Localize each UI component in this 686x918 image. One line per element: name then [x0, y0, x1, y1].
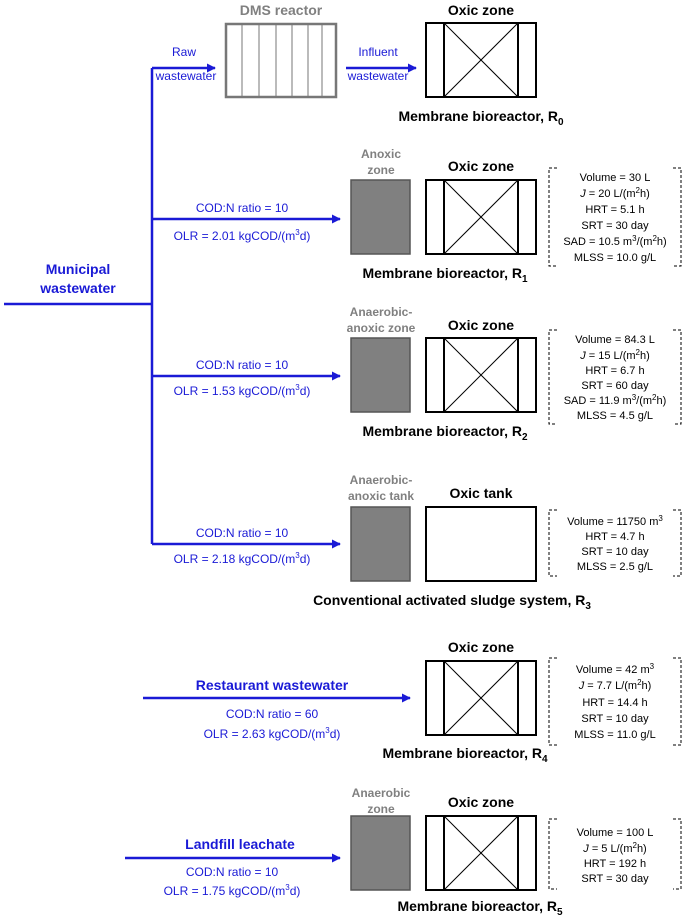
r2-caption: Membrane bioreactor, R2 — [362, 423, 528, 443]
r3-volume: Volume = 11750 m3 — [567, 514, 663, 528]
r1-mlss: MLSS = 10.0 g/L — [574, 252, 656, 264]
municipal-flow-lines — [4, 63, 417, 863]
dms-reactor — [224, 22, 338, 99]
r3-pre-label-line2: anoxic tank — [348, 489, 414, 503]
r1-oxic-membrane-tank — [425, 179, 537, 255]
r2-pre-label-line1: Anaerobic- — [350, 305, 413, 319]
r1-anoxic-label-line2: zone — [367, 163, 395, 177]
municipal-label-line1: Municipal — [46, 261, 111, 277]
r2-oxic-membrane-tank — [425, 337, 537, 413]
r4-volume: Volume = 42 m3 — [576, 662, 655, 676]
r2-pre-label-line2: anoxic zone — [347, 321, 416, 335]
raw-wastewater-label-line2: wastewater — [155, 69, 217, 83]
r5-anaerobic-label-line1: Anaerobic — [352, 786, 411, 800]
r5-olr: OLR = 1.75 kgCOD/(m3d) — [164, 883, 301, 898]
r2-oxic-label: Oxic zone — [448, 317, 514, 333]
r2-anaerobic-anoxic-tank — [350, 337, 411, 413]
r3-srt: SRT = 10 day — [581, 546, 649, 558]
r5-srt: SRT = 30 day — [581, 873, 649, 885]
raw-wastewater-label-line1: Raw — [172, 45, 196, 59]
r4-olr: OLR = 2.63 kgCOD/(m3d) — [204, 726, 341, 741]
r5-anaerobic-label-line2: zone — [367, 802, 395, 816]
r3-hrt: HRT = 4.7 h — [585, 531, 644, 543]
restaurant-wastewater-label: Restaurant wastewater — [196, 677, 349, 693]
r2-mlss: MLSS = 4.5 g/L — [577, 410, 653, 422]
r1-sad: SAD = 10.5 m3/(m2h) — [563, 234, 666, 248]
r2-params: Volume = 84.3 L J = 15 L/(m2h) HRT = 6.7… — [564, 334, 667, 422]
r2-params-bracket — [548, 329, 682, 425]
r5-params: Volume = 100 L J = 5 L/(m2h) HRT = 192 h… — [577, 827, 654, 885]
r3-cod-ratio: COD:N ratio = 10 — [196, 526, 289, 540]
r2-cod-ratio: COD:N ratio = 10 — [196, 358, 289, 372]
r4-params-bracket — [548, 657, 682, 746]
r2-group: COD:N ratio = 10 OLR = 1.53 kgCOD/(m3d) … — [174, 305, 682, 443]
r1-params-bracket — [548, 167, 682, 267]
r1-srt: SRT = 30 day — [581, 220, 649, 232]
r3-mlss: MLSS = 2.5 g/L — [577, 561, 653, 573]
r2-sad: SAD = 11.9 m3/(m2h) — [564, 393, 667, 407]
r2-hrt: HRT = 6.7 h — [585, 365, 644, 377]
r1-hrt: HRT = 5.1 h — [585, 204, 644, 216]
municipal-label-line2: wastewater — [39, 280, 116, 296]
r5-caption: Membrane bioreactor, R5 — [397, 898, 563, 918]
r1-flux: J = 20 L/(m2h) — [579, 186, 650, 200]
r2-volume: Volume = 84.3 L — [575, 334, 655, 346]
r4-mlss: MLSS = 11.0 g/L — [574, 729, 655, 741]
r1-caption: Membrane bioreactor, R1 — [362, 265, 528, 285]
r5-oxic-label: Oxic zone — [448, 794, 514, 810]
r0-caption: Membrane bioreactor, R0 — [398, 108, 564, 128]
r1-olr: OLR = 2.01 kgCOD/(m3d) — [174, 228, 311, 243]
r4-caption: Membrane bioreactor, R4 — [382, 745, 548, 765]
landfill-leachate-label: Landfill leachate — [185, 836, 295, 852]
r3-oxic-tank — [425, 506, 537, 582]
r1-oxic-label: Oxic zone — [448, 158, 514, 174]
r5-anaerobic-tank — [350, 815, 411, 891]
r1-params: Volume = 30 L J = 20 L/(m2h) HRT = 5.1 h… — [563, 172, 666, 264]
dms-reactor-label: DMS reactor — [240, 2, 323, 18]
r4-oxic-membrane-tank — [425, 660, 537, 736]
r4-cod-ratio: COD:N ratio = 60 — [226, 707, 319, 721]
r3-group: COD:N ratio = 10 OLR = 2.18 kgCOD/(m3d) … — [174, 473, 682, 612]
r1-group: COD:N ratio = 10 OLR = 2.01 kgCOD/(m3d) … — [174, 147, 682, 285]
influent-wastewater-label-line2: wastewater — [347, 69, 409, 83]
r0-group: Raw wastewater DMS reactor Influent wast… — [155, 2, 564, 128]
influent-wastewater-label-line1: Influent — [358, 45, 398, 59]
r4-oxic-label: Oxic zone — [448, 639, 514, 655]
r0-oxic-membrane-tank — [425, 22, 537, 98]
r5-flux: J = 5 L/(m2h) — [582, 841, 646, 855]
r1-volume: Volume = 30 L — [580, 172, 651, 184]
r3-olr: OLR = 2.18 kgCOD/(m3d) — [174, 551, 311, 566]
r4-hrt: HRT = 14.4 h — [582, 697, 647, 709]
r3-caption: Conventional activated sludge system, R3 — [313, 592, 591, 612]
r2-flux: J = 15 L/(m2h) — [579, 348, 650, 362]
r4-group: Restaurant wastewater COD:N ratio = 60 O… — [196, 639, 682, 765]
r3-oxic-label: Oxic tank — [449, 485, 512, 501]
r5-group: Landfill leachate COD:N ratio = 10 OLR =… — [164, 786, 682, 918]
r5-hrt: HRT = 192 h — [584, 858, 646, 870]
r4-srt: SRT = 10 day — [581, 713, 649, 725]
r3-params: Volume = 11750 m3 HRT = 4.7 h SRT = 10 d… — [567, 514, 663, 573]
r4-flux: J = 7.7 L/(m2h) — [578, 678, 652, 692]
r2-olr: OLR = 1.53 kgCOD/(m3d) — [174, 383, 311, 398]
r3-pre-label-line1: Anaerobic- — [350, 473, 413, 487]
r1-cod-ratio: COD:N ratio = 10 — [196, 201, 289, 215]
r1-anoxic-label-line1: Anoxic — [361, 147, 401, 161]
r5-oxic-membrane-tank — [425, 815, 537, 891]
r1-anoxic-tank — [350, 179, 411, 255]
r5-params-bracket — [548, 818, 682, 890]
r5-cod-ratio: COD:N ratio = 10 — [186, 865, 279, 879]
r4-params: Volume = 42 m3 J = 7.7 L/(m2h) HRT = 14.… — [574, 662, 655, 741]
r2-srt: SRT = 60 day — [581, 380, 649, 392]
r5-volume: Volume = 100 L — [577, 827, 654, 839]
r3-params-bracket — [548, 509, 682, 577]
r0-oxic-label: Oxic zone — [448, 2, 514, 18]
r3-anaerobic-anoxic-tank — [350, 506, 411, 582]
